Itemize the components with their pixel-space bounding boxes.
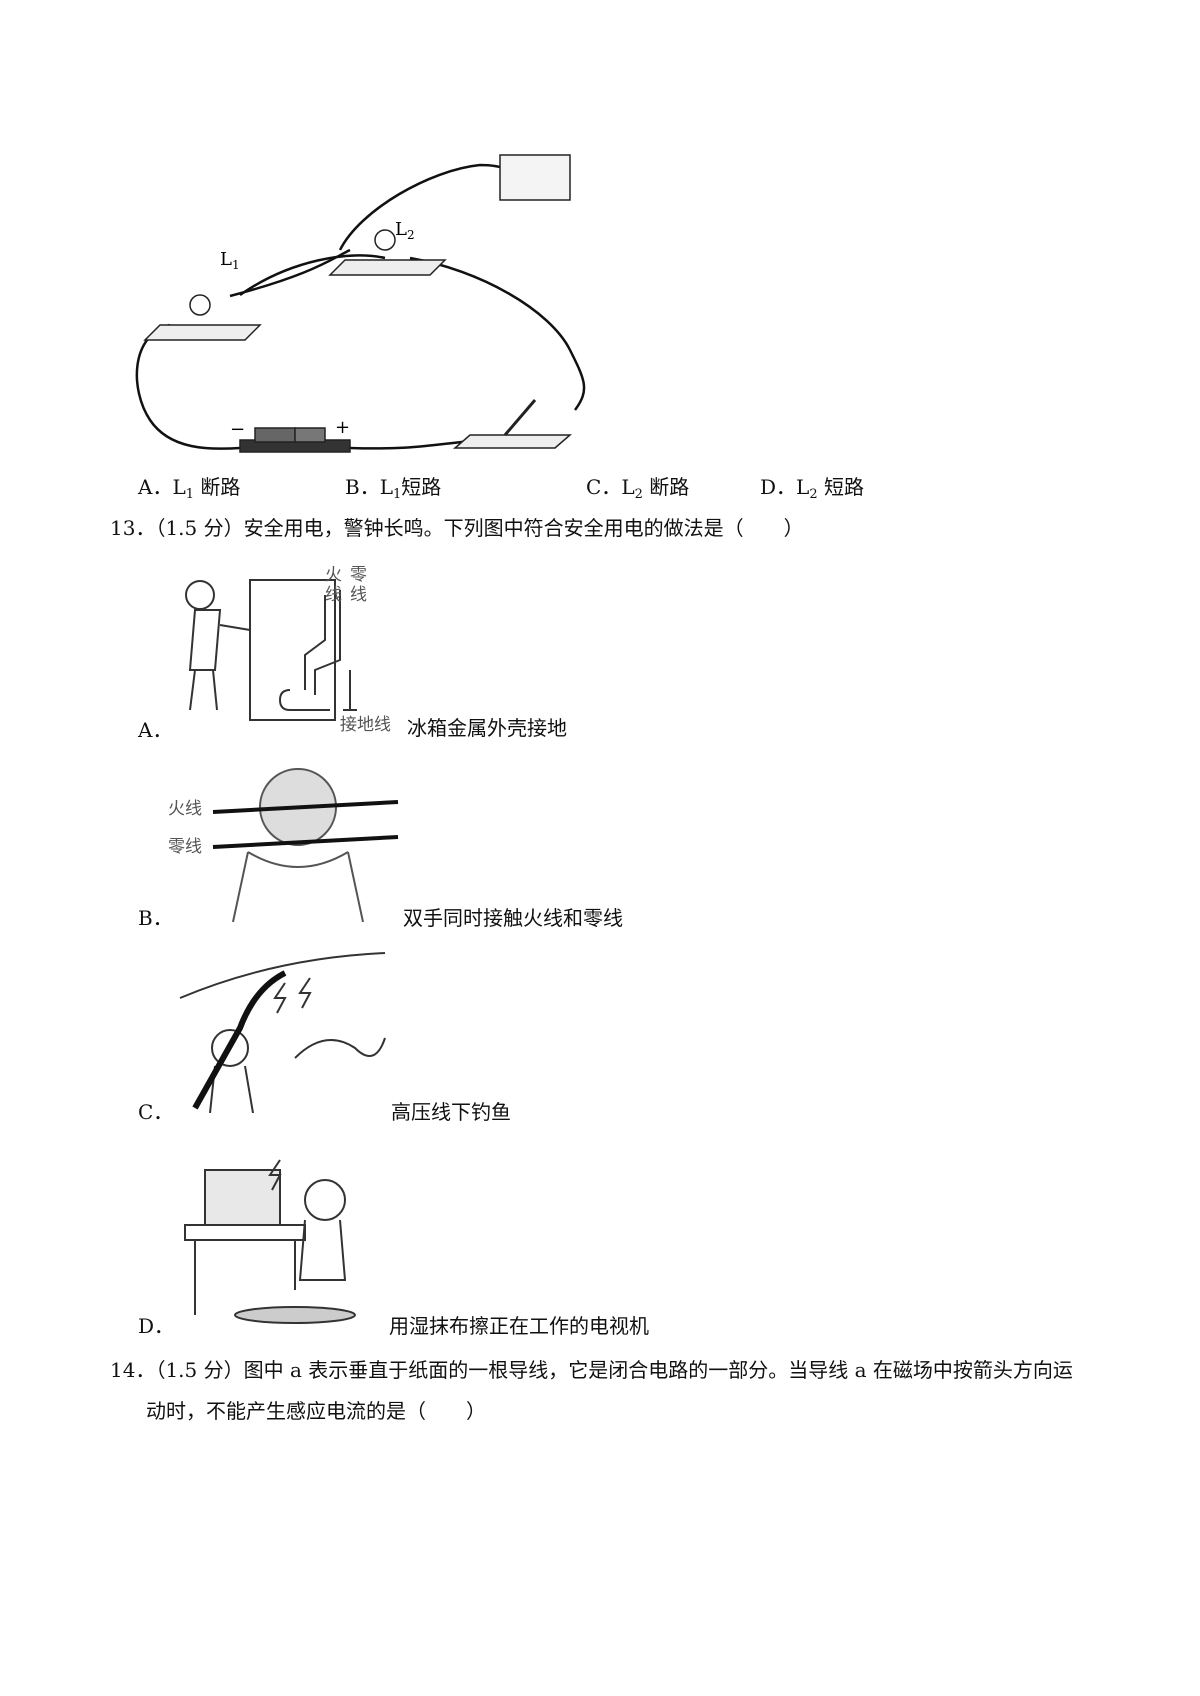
svg-text:接地线: 接地线	[340, 715, 391, 732]
question-14-line2: 动时，不能产生感应电流的是（ ）	[146, 1399, 486, 1423]
svg-text:火: 火	[325, 565, 342, 585]
q13-option-b-key[interactable]: B．	[138, 906, 173, 930]
q13-option-c-key[interactable]: C．	[138, 1100, 174, 1124]
svg-text:线: 线	[325, 585, 342, 605]
svg-text:零: 零	[350, 565, 367, 585]
option-d[interactable]: D．L2 短路	[760, 475, 864, 502]
question-14-line1: 14．（1.5 分）图中 a 表示垂直于纸面的一根导线，它是闭合电路的一部分。当…	[110, 1358, 1073, 1382]
q13-option-a-key[interactable]: A．	[138, 718, 173, 742]
question-13-stem: 13．（1.5 分）安全用电，警钟长鸣。下列图中符合安全用电的做法是（ ）	[110, 516, 804, 540]
svg-text:线: 线	[350, 585, 367, 605]
plus-label: +	[335, 417, 350, 438]
q13-option-a-caption: 冰箱金属外壳接地	[407, 716, 567, 740]
both-hands-wires-figure: 火线 零线	[168, 768, 399, 922]
option-b[interactable]: B．L1短路	[345, 475, 442, 502]
fishing-under-power-line-figure	[179, 952, 386, 1113]
q13-option-d-key[interactable]: D．	[138, 1314, 175, 1338]
q13-option-b-caption: 双手同时接触火线和零线	[403, 906, 623, 930]
option-c[interactable]: C．L2 断路	[586, 475, 690, 502]
fridge-grounded-figure: 火 线 零 线 接地线	[185, 565, 391, 732]
l1-label: L1	[220, 249, 240, 272]
minus-label: −	[230, 419, 245, 440]
q13-option-c-caption: 高压线下钓鱼	[391, 1100, 511, 1124]
l2-label: L2	[395, 219, 415, 242]
q13-option-d-caption: 用湿抹布擦正在工作的电视机	[389, 1314, 649, 1338]
circuit-diagram: L1 L2 − +	[135, 154, 586, 453]
wet-cloth-tv-figure	[184, 1159, 356, 1324]
svg-text:零线: 零线	[168, 837, 202, 857]
svg-text:火线: 火线	[168, 799, 202, 819]
option-a[interactable]: A．L1 断路	[138, 475, 241, 502]
